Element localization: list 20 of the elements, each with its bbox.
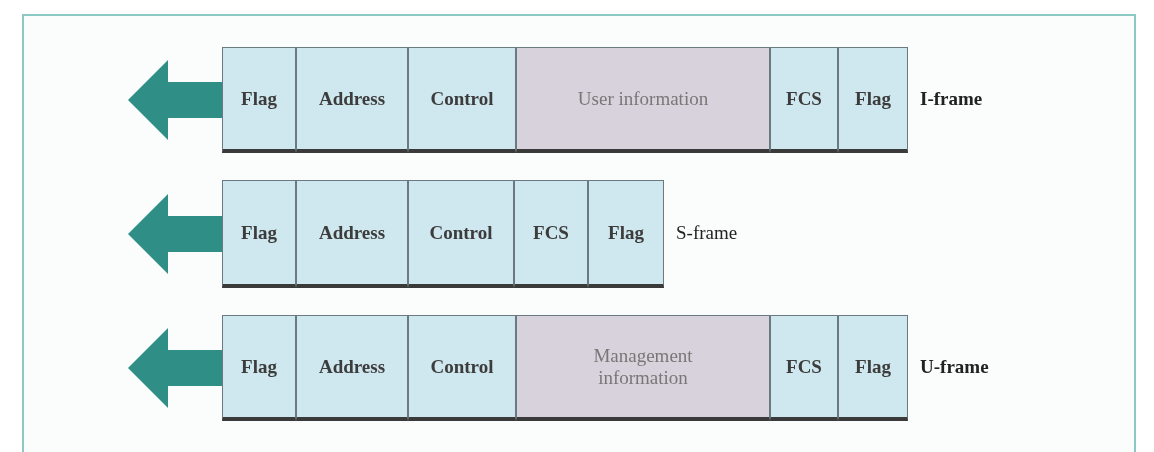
field-box: FCS	[770, 47, 838, 153]
field-box: Control	[408, 315, 516, 421]
field-box: Flag	[222, 47, 296, 153]
field-box: Address	[296, 47, 408, 153]
frame-type-label: S-frame	[676, 222, 738, 244]
field-box: Control	[408, 180, 514, 288]
field-box: Flag	[588, 180, 664, 288]
field-box: Flag	[838, 315, 908, 421]
field-box: Address	[296, 315, 408, 421]
frame-type-label: I-frame	[920, 88, 983, 110]
field-box: Flag	[222, 180, 296, 288]
field-box: FCS	[770, 315, 838, 421]
field-box: Flag	[222, 315, 296, 421]
field-box: User information	[516, 47, 770, 153]
field-box: Address	[296, 180, 408, 288]
frame-type-label: U-frame	[920, 356, 989, 378]
field-box: Control	[408, 47, 516, 153]
field-box: FCS	[514, 180, 588, 288]
field-box: Management information	[516, 315, 770, 421]
field-box: Flag	[838, 47, 908, 153]
